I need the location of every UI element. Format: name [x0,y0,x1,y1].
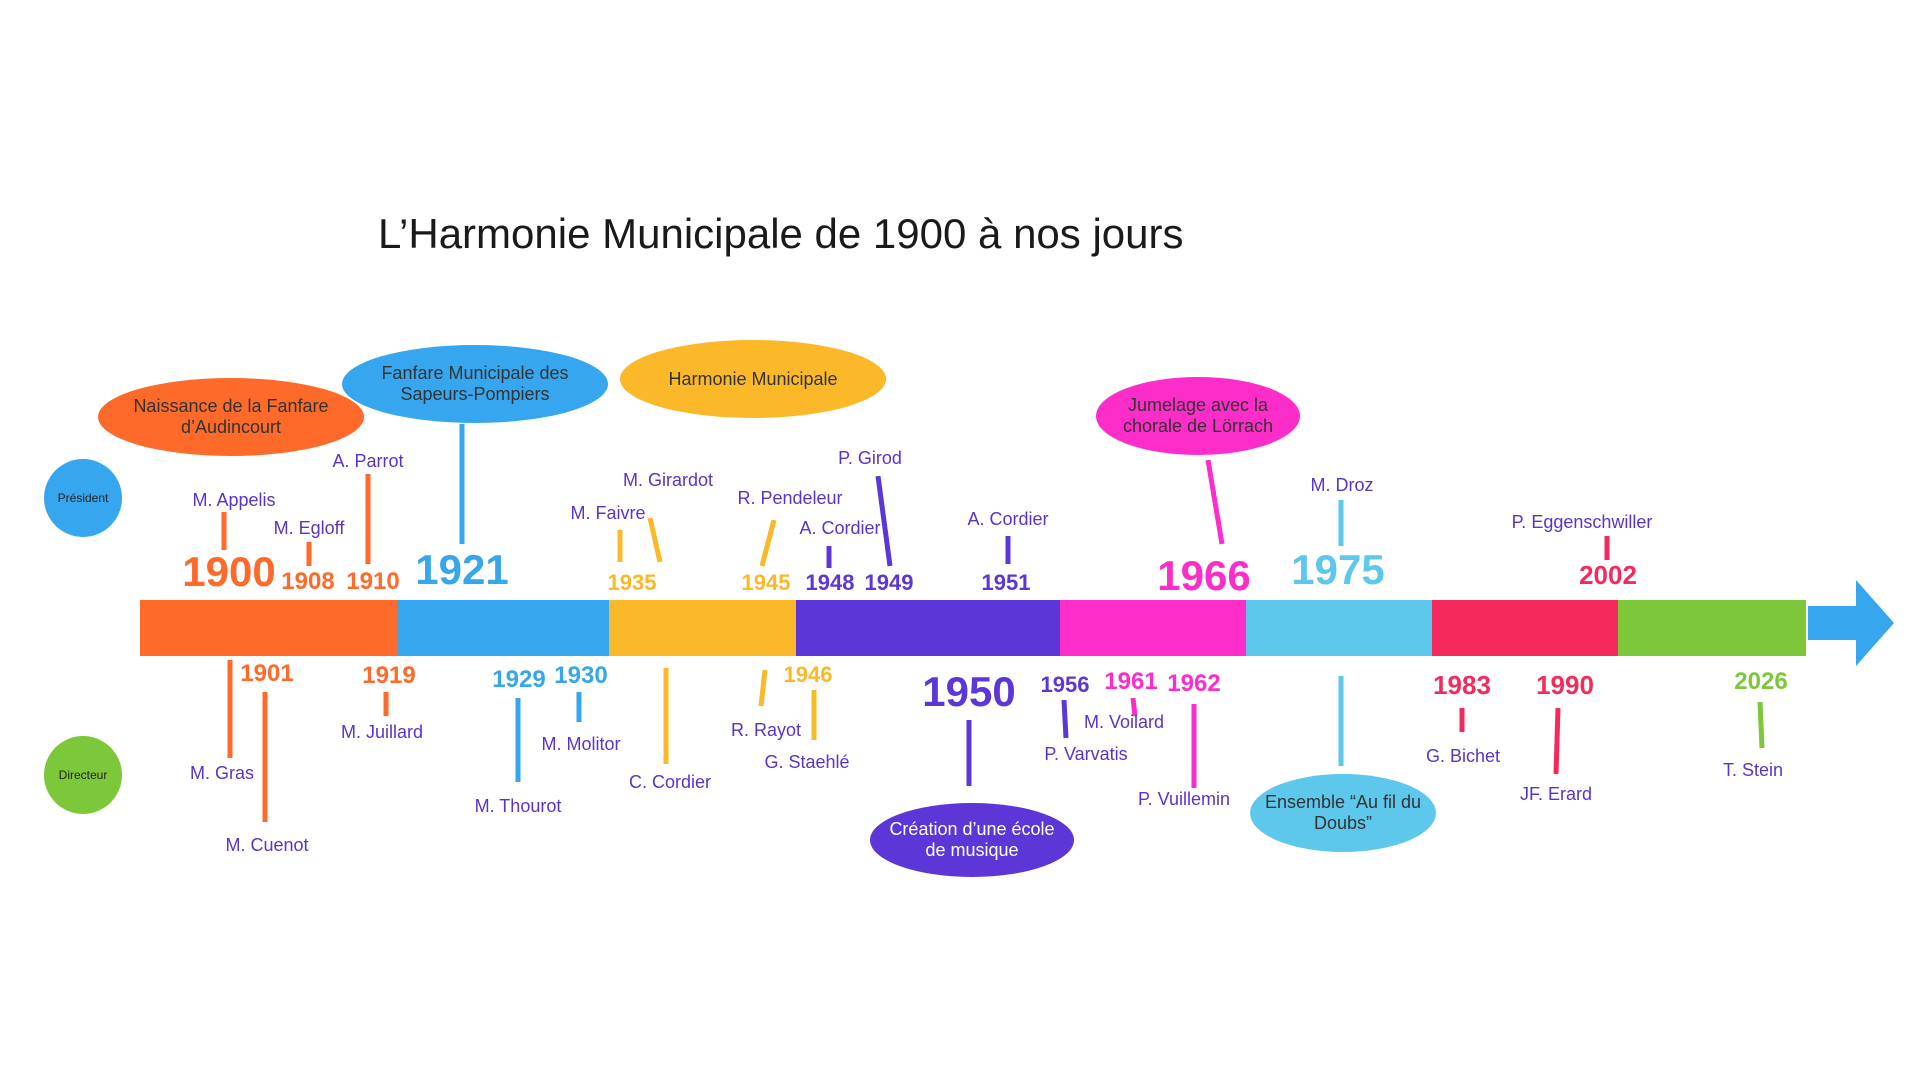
director-name: G. Bichet [1425,746,1501,766]
connector-line [221,512,227,550]
president-name: R. Pendeleur [737,488,843,508]
timeline-segment-7 [1432,600,1618,656]
connector-line [515,698,521,782]
year-label: 1945 [741,570,791,595]
director-name: M. Molitor [541,734,621,754]
year-label: 1930 [554,662,608,689]
year-label: 1949 [864,570,914,595]
timeline-segment-2 [398,600,609,656]
director-name: P. Varvatis [1044,744,1128,764]
director-name: P. Vuillemin [1137,789,1231,809]
year-label: 1935 [607,570,657,595]
year-label: 1948 [805,570,855,595]
year-label: 1921 [415,546,509,593]
timeline-segment-6 [1246,600,1432,656]
president-name: A. Cordier [799,518,881,538]
director-name: M. Cuenot [225,835,309,855]
director-name: M. Thourot [474,796,562,816]
milestone-bubble-2: Fanfare Municipale des Sapeurs-Pompiers [342,345,608,423]
connector-line [811,690,817,740]
president-name: M. Faivre [570,503,646,523]
connector-line [262,692,268,822]
year-label: 1966 [1157,552,1251,599]
page-title: L’Harmonie Municipale de 1900 à nos jour… [378,210,1184,257]
connector-line [647,518,663,563]
year-label: 1950 [922,668,1016,715]
year-label: 1956 [1040,672,1090,697]
connector-line [1338,676,1344,766]
year-label: 1910 [346,568,400,595]
year-label: 1908 [281,568,335,595]
timeline-segment-8 [1618,600,1806,656]
president-name: M. Egloff [273,518,345,538]
milestone-bubble-3: Harmonie Municipale [620,340,886,418]
milestone-bubble-6: Ensemble “Au fil du Doubs” [1250,774,1436,852]
year-label: 1983 [1433,670,1491,700]
connector-line [1459,708,1465,732]
director-name: R. Rayot [730,720,802,740]
year-label: 1962 [1167,670,1221,697]
timeline-segment-5 [1060,600,1246,656]
director-name: T. Stein [1722,760,1784,780]
timeline-segment-3 [609,600,796,656]
timeline-arrow-icon [1808,580,1894,666]
connector-line [365,474,371,564]
director-name: M. Juillard [340,722,424,742]
connector-line [1338,500,1344,546]
year-label: 2002 [1579,560,1637,590]
timeline-segment-4 [796,600,1060,656]
milestone-bubble-1: Naissance de la Fanfare d’Audincourt [98,378,364,456]
president-name: M. Appelis [192,490,276,510]
connector-line [826,546,832,568]
role-director-label: Directeur [58,768,108,782]
year-label: 1929 [492,666,546,693]
director-name: G. Staehlé [764,752,850,772]
connector-line [966,720,972,786]
year-label: 1946 [783,662,833,687]
connector-line [383,692,389,716]
year-label: 1951 [981,570,1031,595]
president-name: P. Girod [838,448,902,468]
milestone-bubble-4: Création d’une école de musique [870,803,1074,877]
connector-line [758,670,768,707]
connector-line [1130,698,1138,717]
connector-line [1061,700,1069,739]
director-name: C. Cordier [628,772,712,792]
role-president: Président [44,459,122,537]
connector-line [1005,536,1011,564]
year-label: 1919 [362,662,416,689]
director-name: M. Gras [189,763,255,783]
connector-line [1553,708,1561,775]
year-label: 1975 [1291,546,1385,593]
director-name: M. Voilard [1083,712,1165,732]
president-name: A. Cordier [967,509,1049,529]
connector-line [875,476,893,567]
connector-line [227,660,233,758]
connector-line [1604,536,1610,560]
connector-line [306,542,312,566]
year-label: 1961 [1104,668,1158,695]
president-name: A. Parrot [332,451,404,471]
connector-line [1191,704,1197,788]
connector-line [1757,702,1765,749]
president-name: P. Eggenschwiller [1511,512,1653,532]
connector-line [663,668,669,764]
year-label: 1990 [1536,670,1594,700]
connector-line [459,424,465,544]
role-president-label: Président [57,491,109,505]
connector-line [576,692,582,722]
connector-line [759,520,777,567]
connector-line [1205,460,1225,545]
director-name: JF. Erard [1519,784,1593,804]
connector-line [617,530,623,562]
year-label: 1901 [240,660,294,687]
milestone-bubble-5: Jumelage avec la chorale de Lörrach [1096,377,1300,455]
year-label: 1900 [182,548,276,595]
president-name: M. Girardot [622,470,714,490]
president-name: M. Droz [1310,475,1374,495]
year-label: 2026 [1734,668,1788,695]
timeline-segment-1 [140,600,398,656]
role-director: Directeur [44,736,122,814]
